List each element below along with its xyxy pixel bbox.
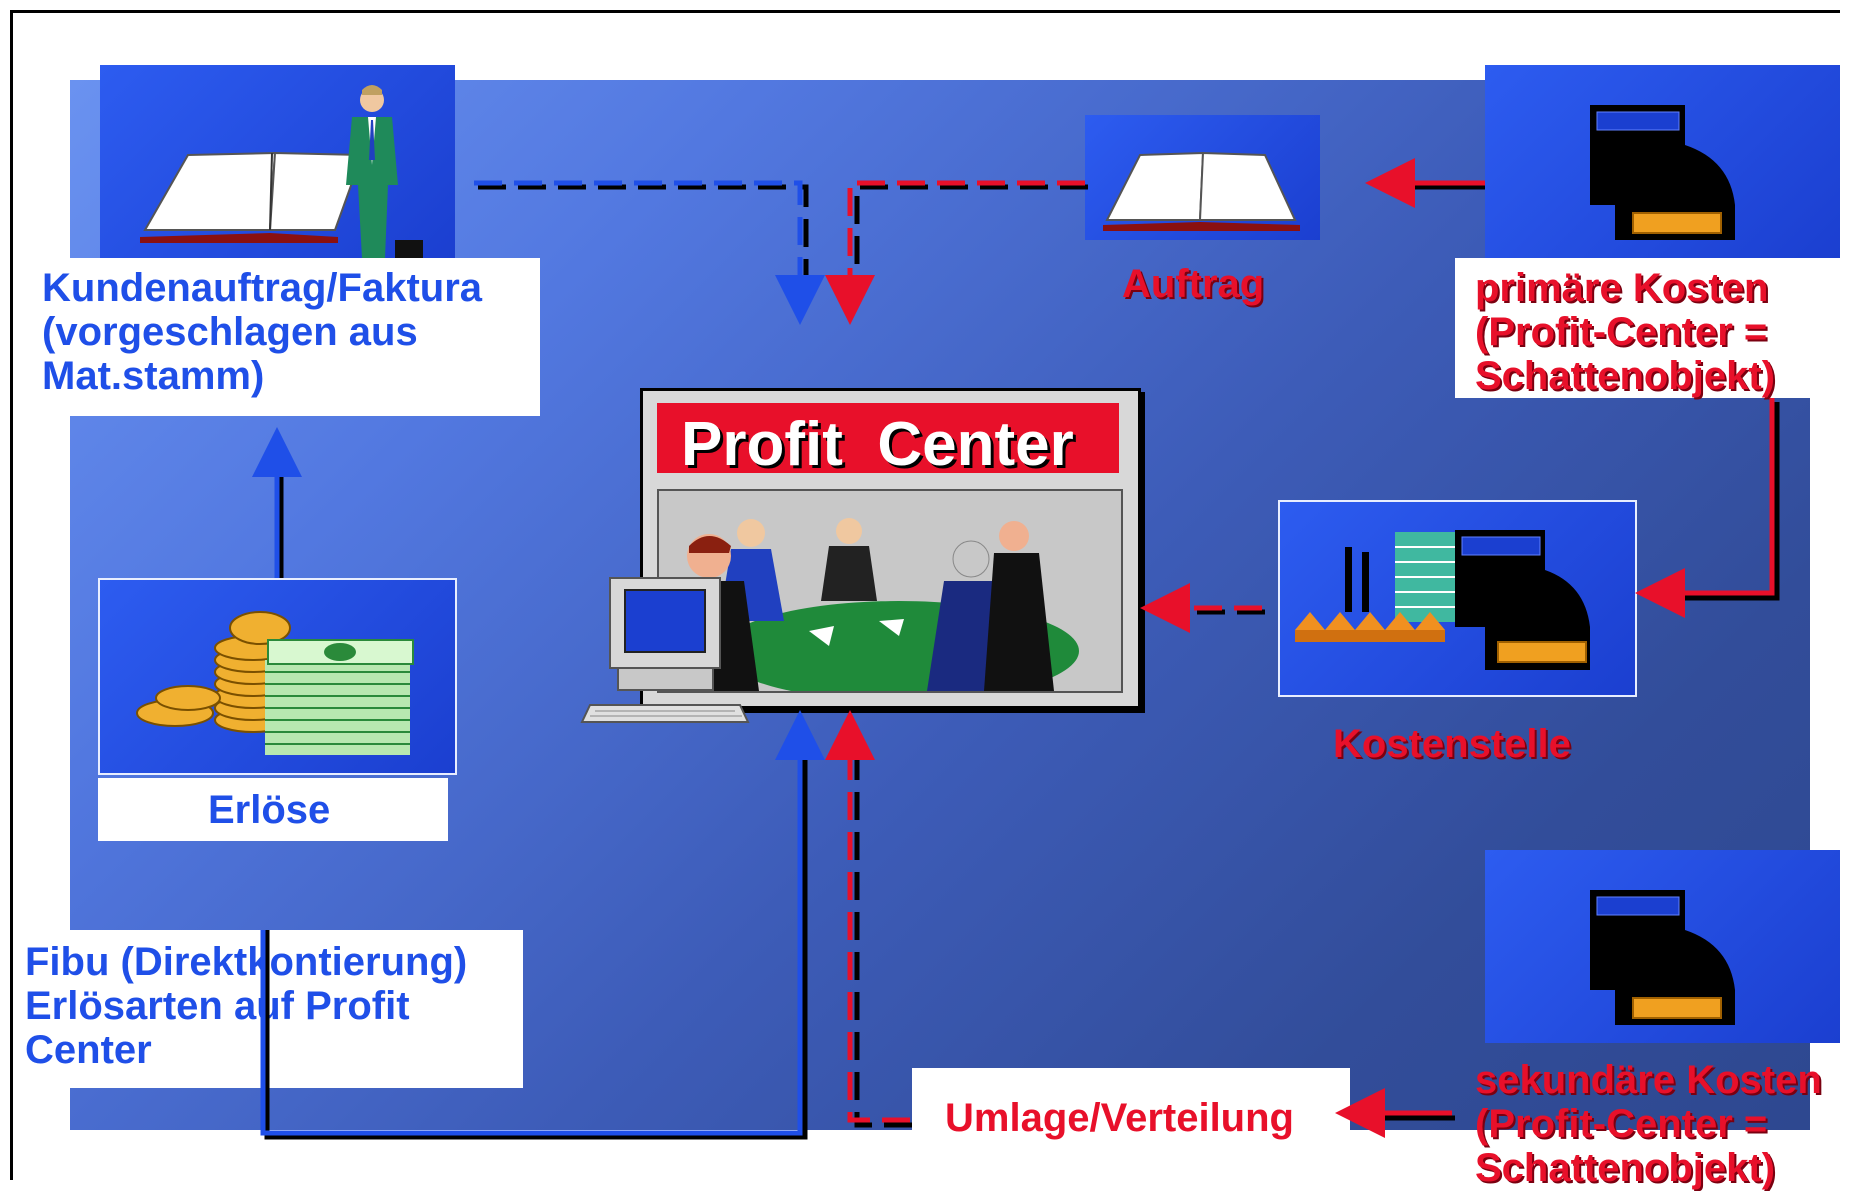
fibu-flow xyxy=(260,710,825,1136)
kostenstelle-label: Kostenstelle xyxy=(1333,722,1571,766)
frame-top-line xyxy=(10,10,1840,13)
erloese-label-box xyxy=(98,778,448,841)
sekundaere-kosten-tile xyxy=(1485,850,1840,1043)
kostenstelle-tile xyxy=(1278,500,1637,697)
fibu-label: Fibu (Direktkontierung) Erlösarten auf P… xyxy=(25,940,468,1072)
primaere-to-kostenstelle-shadow xyxy=(1665,402,1780,601)
cost-object-icon xyxy=(1455,530,1590,670)
kundenauftrag-tile xyxy=(100,65,455,258)
profit-center-title: Profit Center xyxy=(681,410,1074,479)
auftrag-tile xyxy=(1085,115,1320,240)
primaere-kosten-label-box xyxy=(1455,258,1840,398)
businessman-icon xyxy=(346,85,423,258)
cost-object-icon xyxy=(1590,890,1735,1025)
profit-center-panel: Profit Center xyxy=(640,388,1141,709)
fibu-flow-shadow xyxy=(264,740,808,1140)
erloese-label: Erlöse xyxy=(208,788,331,832)
primaere-kosten-label: primäre Kosten (Profit-Center = Schatten… xyxy=(1475,266,1776,398)
sekundaere-kosten-label: sekundäre Kosten (Profit-Center = Schatt… xyxy=(1475,1058,1822,1190)
kundenauftrag-flow xyxy=(474,180,825,325)
open-book-icon xyxy=(1103,151,1300,231)
cost-object-icon xyxy=(1590,105,1735,240)
kundenauftrag-flow-shadow xyxy=(478,184,809,305)
auftrag-label: Auftrag xyxy=(1122,262,1265,306)
factory-icon xyxy=(1295,532,1460,642)
kundenauftrag-label-box xyxy=(30,258,540,416)
umlage-flow xyxy=(825,710,910,1123)
umlage-label-box xyxy=(912,1068,1350,1144)
primaere-kosten-tile xyxy=(1485,65,1840,258)
erloese-tile xyxy=(98,578,457,775)
auftrag-flow xyxy=(825,180,1085,325)
umlage-flow-shadow xyxy=(854,740,912,1128)
fibu-label-box xyxy=(18,930,523,1088)
umlage-label: Umlage/Verteilung xyxy=(945,1096,1294,1140)
frame-left-line xyxy=(10,10,13,1180)
profit-center-title-banner xyxy=(657,403,1119,473)
auftrag-flow-shadow xyxy=(854,184,1088,305)
banknotes-icon xyxy=(265,639,414,755)
kundenauftrag-label: Kundenauftrag/Faktura (vorgeschlagen aus… xyxy=(42,266,483,398)
primaere-to-kostenstelle-flow xyxy=(1635,398,1775,618)
